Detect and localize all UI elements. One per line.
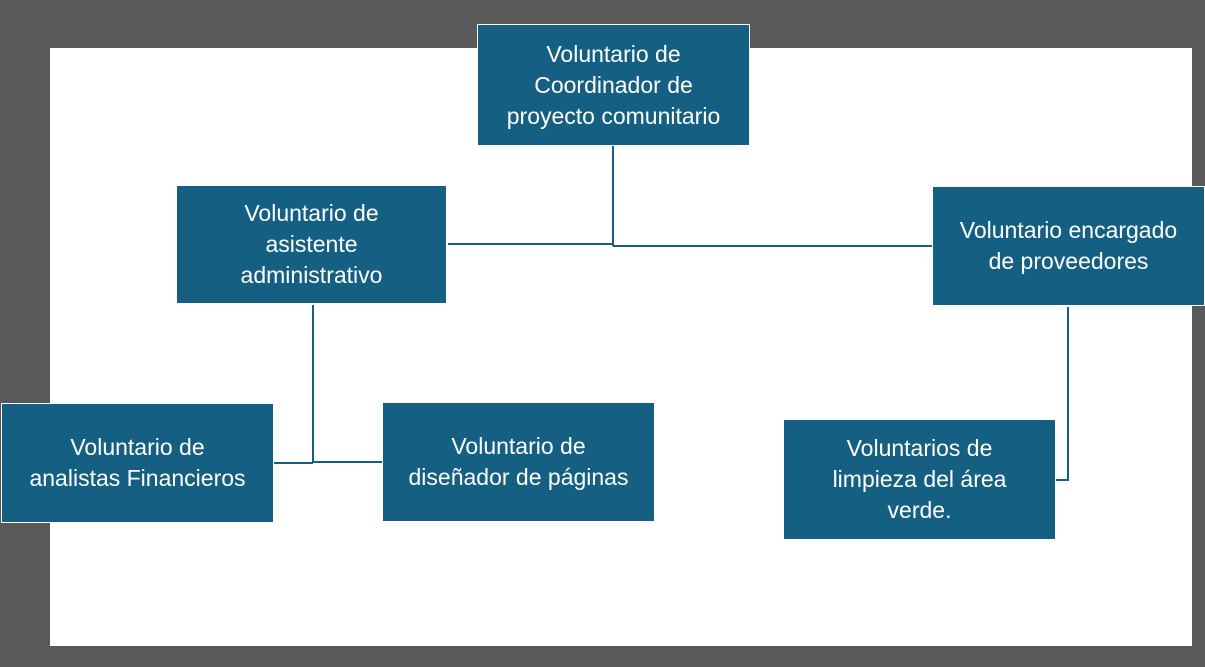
node-assistant: Voluntario de asistente administrativo — [176, 185, 447, 304]
diagram-canvas — [50, 48, 1192, 646]
node-suppliers-label: Voluntario encargado de proveedores — [959, 217, 1178, 274]
node-cleaning: Voluntarios de limpieza del área verde. — [783, 419, 1056, 540]
node-designer-label: Voluntario de diseñador de páginas — [408, 433, 629, 490]
node-analysts: Voluntario de analistas Financieros — [1, 403, 274, 523]
node-designer: Voluntario de diseñador de páginas — [382, 402, 655, 522]
node-coordinator: Voluntario de Coordinador de proyecto co… — [477, 24, 750, 146]
node-cleaning-label: Voluntarios de limpieza del área verde. — [832, 435, 1007, 523]
connector-assistant-suppliers — [448, 243, 932, 247]
node-assistant-label: Voluntario de asistente administrativo — [240, 200, 383, 288]
connector-suppliers-cleaning — [1056, 307, 1069, 481]
node-analysts-label: Voluntario de analistas Financieros — [29, 434, 246, 491]
node-coordinator-label: Voluntario de Coordinador de proyecto co… — [506, 40, 721, 129]
node-suppliers: Voluntario encargado de proveedores — [932, 186, 1205, 306]
